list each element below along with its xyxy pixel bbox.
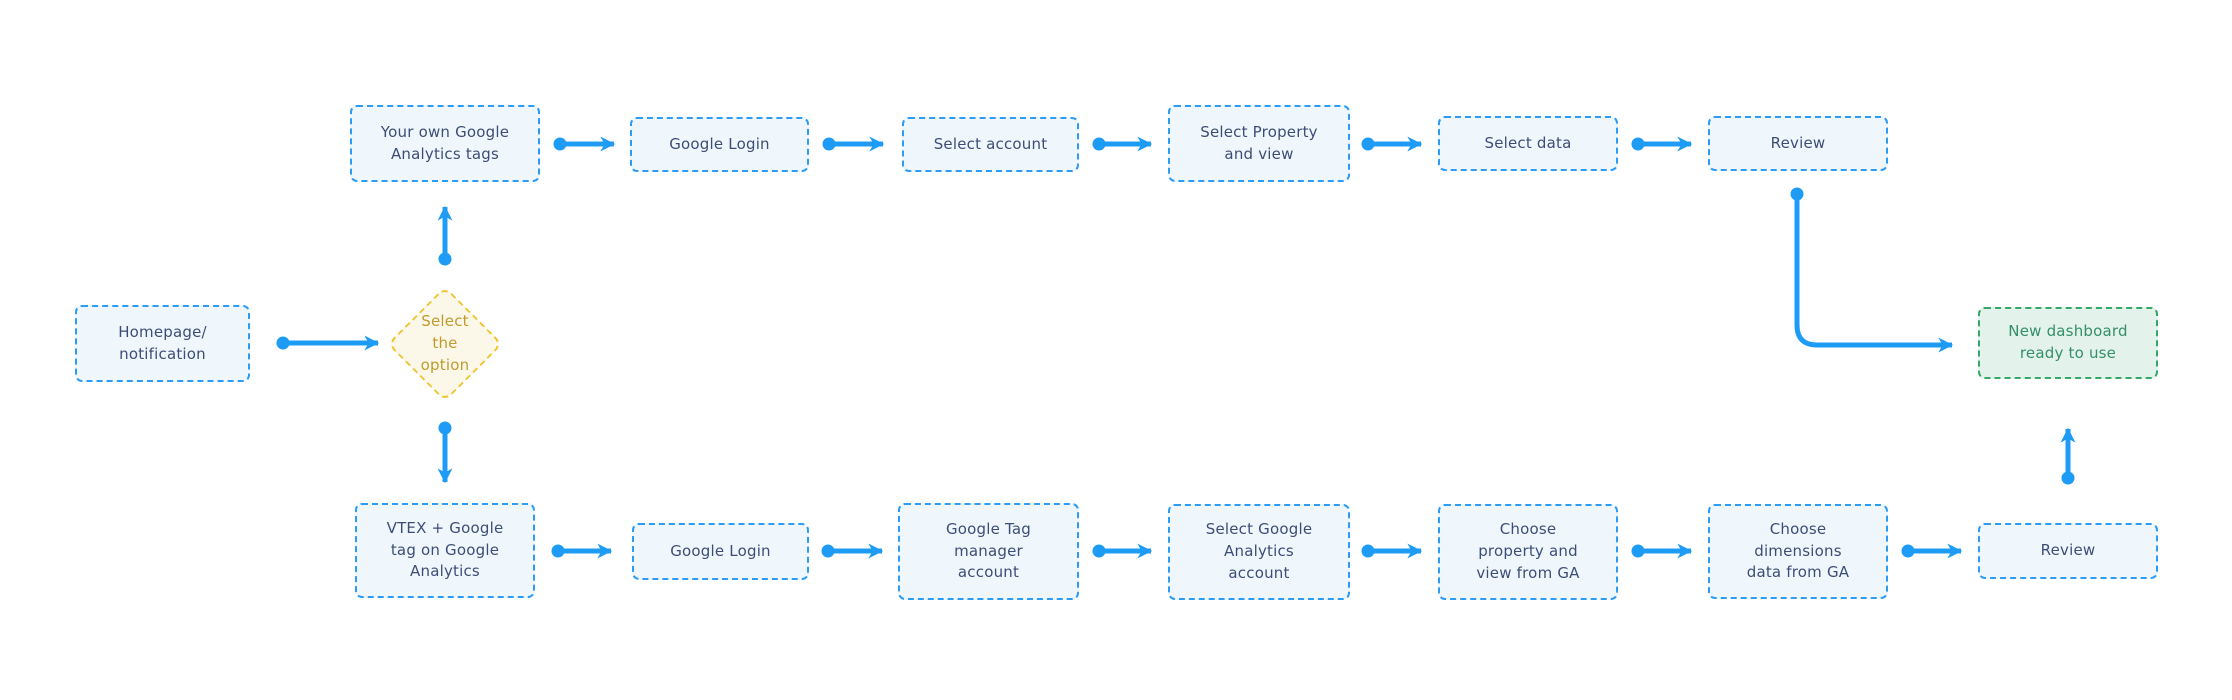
node-your-own-ga-tags: Your own Google Analytics tags [350, 105, 540, 182]
node-choose-dimensions-data-from-ga: Choose dimensions data from GA [1708, 504, 1888, 599]
node-select-property-and-view: Select Property and view [1168, 105, 1350, 182]
node-review-top: Review [1708, 116, 1888, 171]
node-new-dashboard-ready: New dashboard ready to use [1978, 307, 2158, 379]
node-choose-property-view-from-ga: Choose property and view from GA [1438, 504, 1618, 600]
node-select-data: Select data [1438, 116, 1618, 171]
node-google-login-top: Google Login [630, 117, 809, 172]
node-google-login-bottom: Google Login [632, 523, 809, 580]
node-review-bottom: Review [1978, 523, 2158, 579]
connector-review-top-to-new-dashboard [1790, 187, 1954, 353]
node-select-account: Select account [902, 117, 1079, 172]
node-homepage-notification: Homepage/ notification [75, 305, 250, 382]
node-select-google-analytics-account: Select Google Analytics account [1168, 504, 1350, 600]
node-vtex-google-tag: VTEX + Google tag on Google Analytics [355, 503, 535, 598]
node-select-the-option: Select the option [420, 312, 470, 374]
node-google-tag-manager-account: Google Tag manager account [898, 503, 1079, 600]
